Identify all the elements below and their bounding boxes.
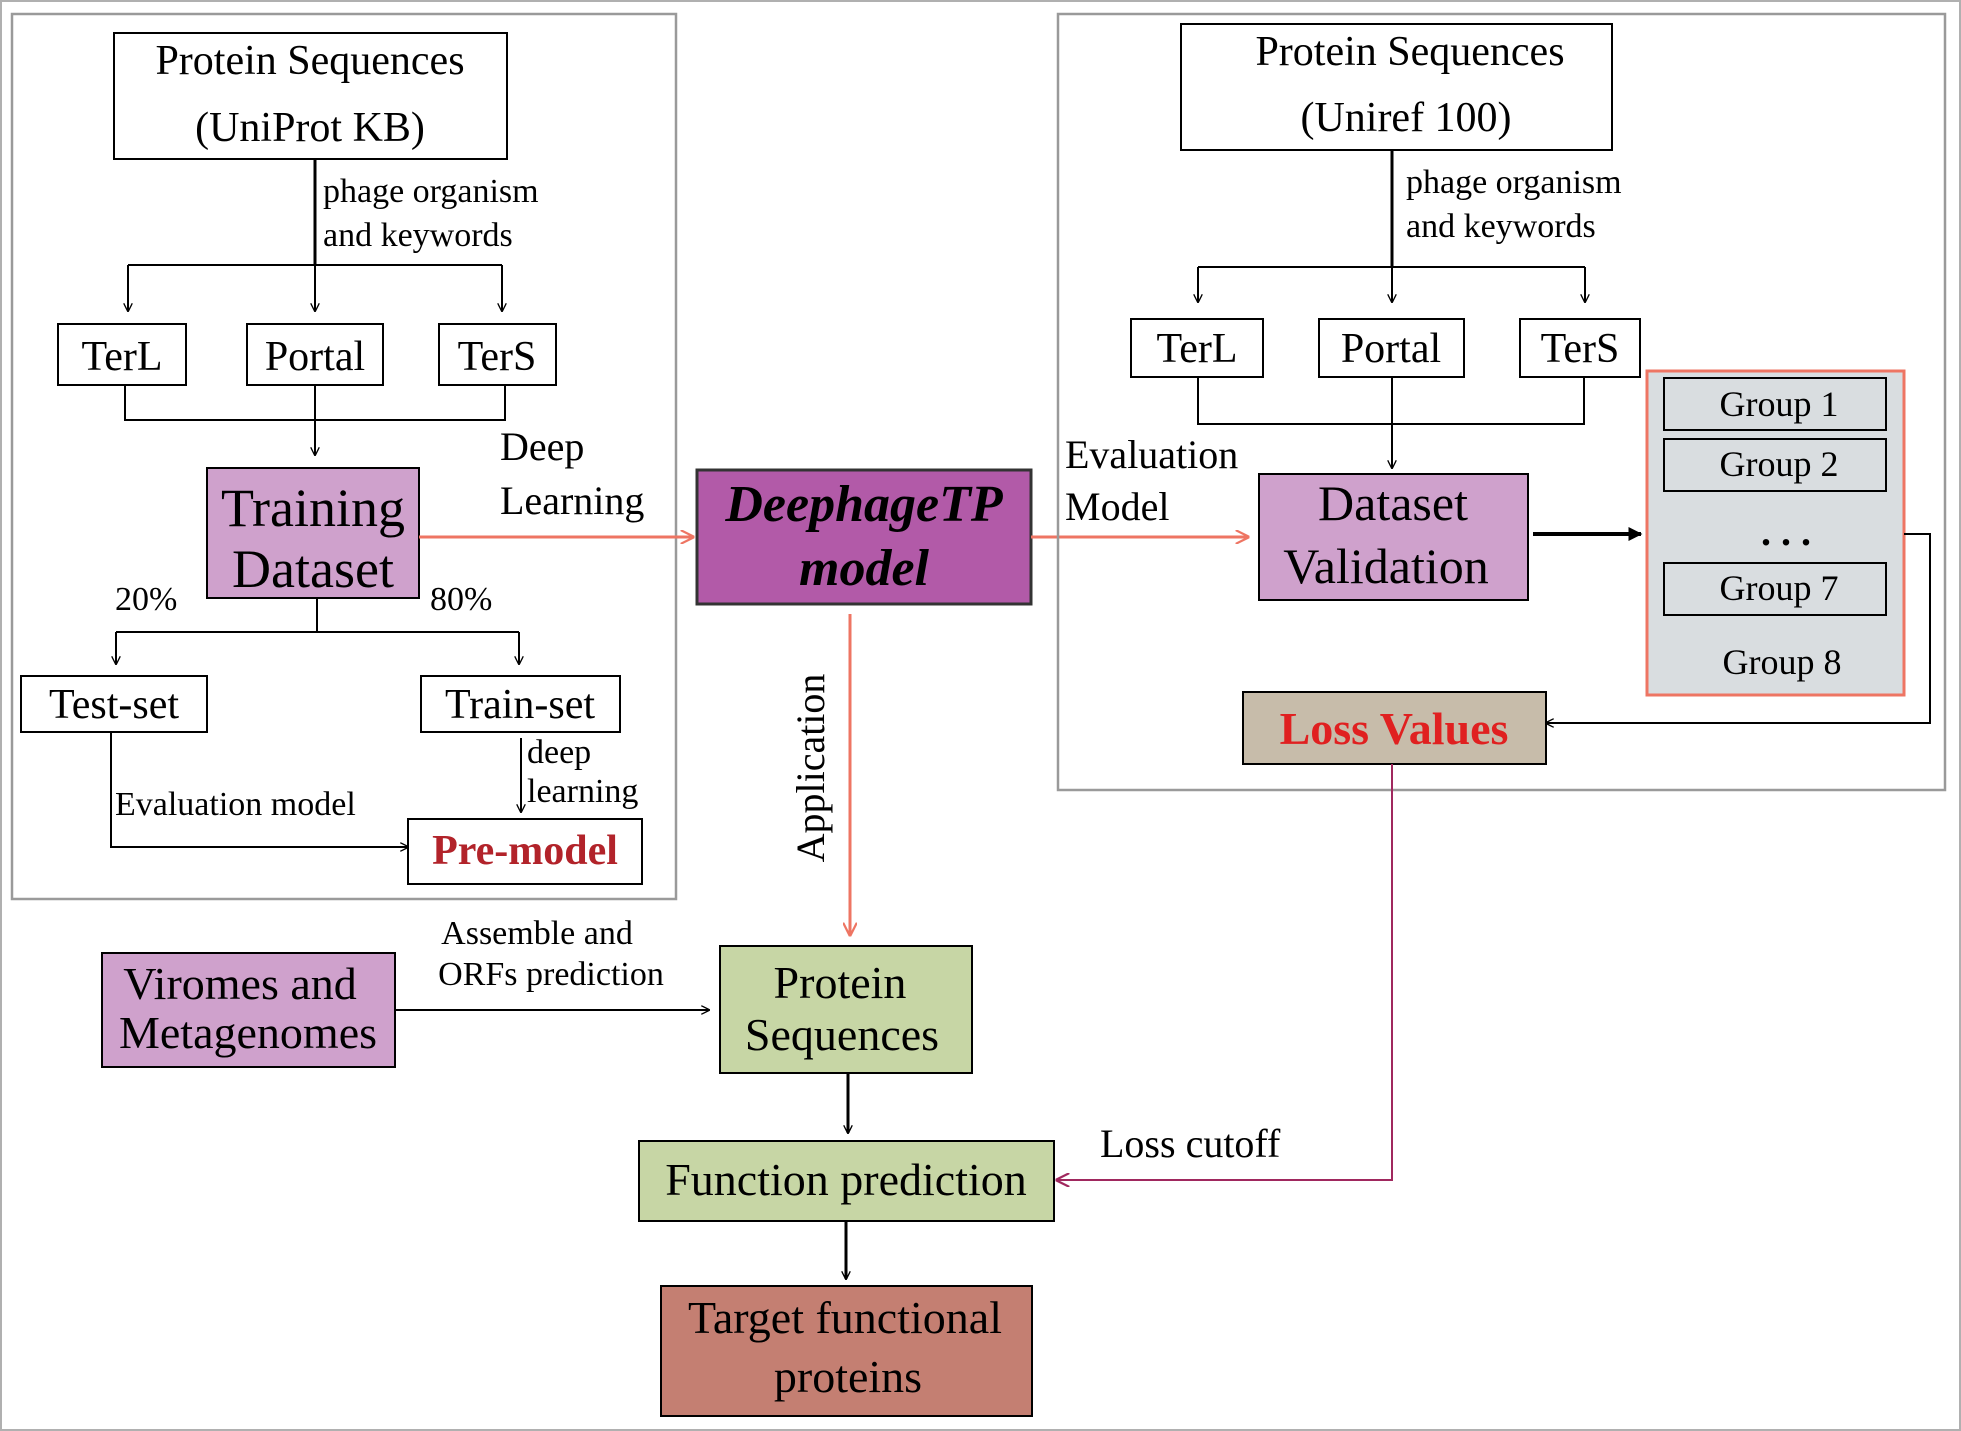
training-dataset-line2: Dataset xyxy=(232,539,394,599)
test-set-label: Test-set xyxy=(49,682,179,728)
right-eval-line2: Model xyxy=(1065,484,1169,529)
group-2-label: Group 2 xyxy=(1720,444,1839,484)
left-filter-connectors xyxy=(128,159,502,311)
loss-values-box: Loss Values xyxy=(1242,691,1547,765)
dataset-validation-line2: Validation xyxy=(1283,538,1489,594)
loss-cutoff-arrow xyxy=(1057,764,1393,1180)
right-terl-label: TerL xyxy=(1156,326,1237,372)
uniprot-source-line2: (UniProt KB) xyxy=(195,105,425,151)
function-prediction-label: Function prediction xyxy=(665,1154,1027,1205)
right-filter-line1: phage organism xyxy=(1406,164,1622,201)
viromes-line1: Viromes and xyxy=(123,958,357,1009)
deep-learning-line1: Deep xyxy=(500,424,584,469)
training-dataset-line1: Training xyxy=(221,478,405,538)
uniref-source-line2: (Uniref 100) xyxy=(1300,95,1511,141)
group-7-label: Group 7 xyxy=(1720,568,1839,608)
right-ters-box: TerS xyxy=(1519,318,1641,378)
deep-learning-small-line1: deep xyxy=(527,734,591,771)
left-portal-label: Portal xyxy=(265,334,365,380)
groups-panel: Group 1 Group 2 . . . Group 7 Group 8 xyxy=(1645,369,1906,697)
left-filter-line2: and keywords xyxy=(323,217,513,254)
right-portal-box: Portal xyxy=(1318,318,1465,378)
protein-sequences-box: Protein Sequences xyxy=(719,945,973,1074)
deep-learning-line2: Learning xyxy=(500,478,644,523)
train-set-label: Train-set xyxy=(445,682,595,728)
group-7-box: Group 7 xyxy=(1663,562,1887,616)
left-terl-box: TerL xyxy=(57,323,187,386)
group-1-label: Group 1 xyxy=(1720,384,1839,424)
left-merge-connectors xyxy=(124,385,506,455)
target-proteins-line1: Target functional xyxy=(688,1292,1002,1343)
train-set-box: Train-set xyxy=(420,675,621,733)
group-2-box: Group 2 xyxy=(1663,438,1887,492)
dataset-validation-line1: Dataset xyxy=(1318,475,1468,531)
evaluation-model-label: Evaluation model xyxy=(115,786,356,823)
left-filter-line1: phage organism xyxy=(323,173,539,210)
right-panel-frame xyxy=(1056,12,1947,792)
pct-train-label: 80% xyxy=(430,581,492,618)
application-label: Application xyxy=(788,674,833,863)
function-prediction-box: Function prediction xyxy=(638,1140,1055,1222)
protein-sequences-line2: Sequences xyxy=(745,1009,939,1060)
pre-model-box: Pre-model xyxy=(407,818,643,885)
model-title-line1: DeephageTP xyxy=(724,476,1003,533)
right-filter-connectors xyxy=(1198,150,1585,302)
left-portal-box: Portal xyxy=(246,323,384,386)
split-connectors xyxy=(116,598,519,664)
right-ters-label: TerS xyxy=(1541,326,1620,372)
right-filter-line2: and keywords xyxy=(1406,208,1596,245)
test-set-box: Test-set xyxy=(20,675,208,733)
target-proteins-line2: proteins xyxy=(774,1351,922,1402)
model-title-line2: model xyxy=(799,540,930,597)
protein-sequences-line1: Protein xyxy=(774,957,907,1008)
uniprot-source-line1: Protein Sequences xyxy=(155,38,464,84)
left-ters-label: TerS xyxy=(458,334,537,380)
loss-cutoff-label: Loss cutoff xyxy=(1100,1121,1281,1166)
uniref-source-box: Protein Sequences (Uniref 100) xyxy=(1180,23,1613,151)
target-proteins-box: Target functional proteins xyxy=(660,1285,1033,1417)
group-1-box: Group 1 xyxy=(1663,377,1887,431)
deephagetp-model-box: DeephageTP model xyxy=(695,468,1033,606)
right-portal-label: Portal xyxy=(1341,326,1441,372)
dataset-validation-box: Dataset Validation xyxy=(1258,473,1529,601)
premodel-connectors xyxy=(110,732,521,847)
right-merge-connectors xyxy=(1197,377,1585,468)
loss-values-label: Loss Values xyxy=(1280,703,1509,754)
pct-test-label: 20% xyxy=(115,581,177,618)
training-dataset-box: Training Dataset xyxy=(206,467,420,599)
right-terl-box: TerL xyxy=(1130,318,1264,378)
left-terl-label: TerL xyxy=(81,334,162,380)
left-panel-frame xyxy=(10,12,678,901)
uniref-source-line1: Protein Sequences xyxy=(1255,29,1564,75)
deep-learning-small-line2: learning xyxy=(527,773,638,810)
right-eval-line1: Evaluation xyxy=(1065,432,1238,477)
assemble-line1: Assemble and xyxy=(441,915,633,952)
viromes-line2: Metagenomes xyxy=(119,1007,377,1058)
group-8-label: Group 8 xyxy=(1723,642,1842,682)
pre-model-label: Pre-model xyxy=(432,828,618,874)
left-ters-box: TerS xyxy=(438,323,557,386)
uniprot-source-box: Protein Sequences (UniProt KB) xyxy=(113,32,508,160)
viromes-box: Viromes and Metagenomes xyxy=(101,952,396,1068)
groups-ellipsis: . . . xyxy=(1761,509,1811,554)
assemble-line2: ORFs prediction xyxy=(438,956,664,993)
groups-to-loss-arrow xyxy=(1546,533,1931,723)
